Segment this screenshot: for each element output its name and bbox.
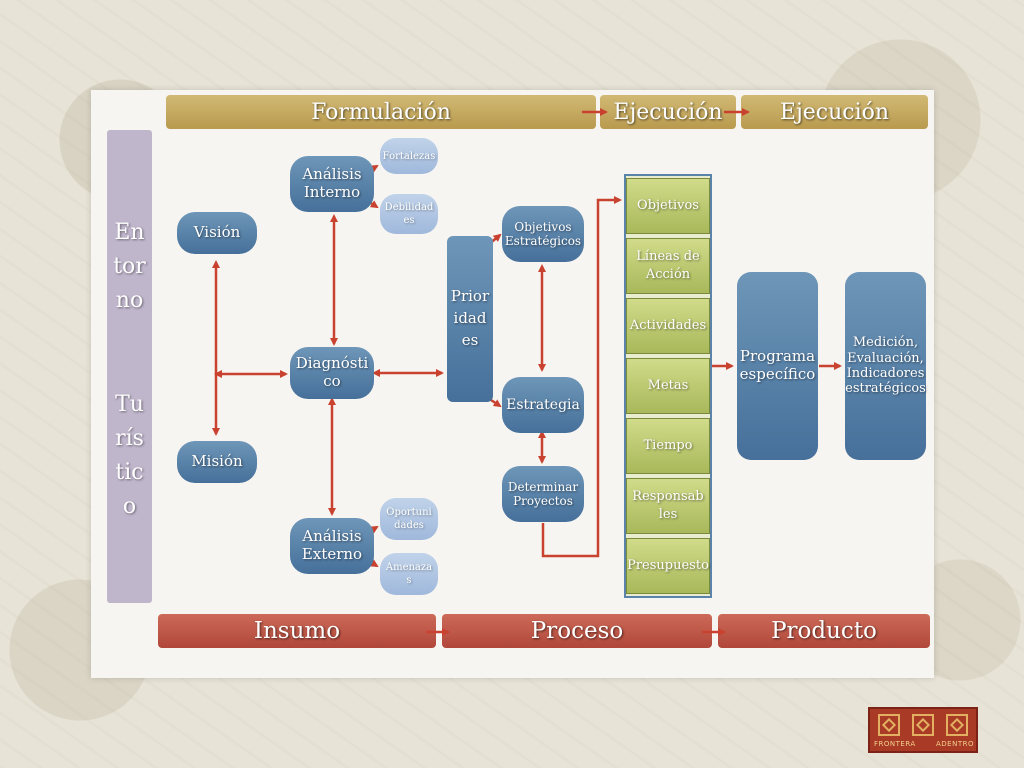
node-label-line: les bbox=[658, 507, 678, 522]
node-label-line: Medición, bbox=[852, 335, 919, 351]
node-label-line: Amenaza bbox=[385, 562, 433, 573]
exec-item-tiempo: Tiempo bbox=[626, 418, 710, 474]
node-analisis-interno: Análisis Interno bbox=[290, 156, 374, 212]
node-label-line: Evaluación, bbox=[847, 350, 924, 366]
node-label-line: Programa bbox=[739, 347, 816, 366]
node-label-line: Análisis bbox=[302, 527, 362, 546]
node-label-line: Prior bbox=[450, 287, 490, 306]
node-label-line: Presupuesto bbox=[627, 558, 709, 574]
exec-item-objetivos: Objetivos bbox=[626, 178, 710, 234]
node-mision-label: Misión bbox=[191, 452, 243, 471]
node-label-line: Interno bbox=[303, 183, 361, 201]
node-debilidades: Debilidad es bbox=[380, 194, 438, 234]
band-formulacion: Formulación bbox=[166, 95, 596, 129]
node-programa-especifico: Programa específico bbox=[737, 272, 818, 460]
node-label-line: específico bbox=[739, 365, 816, 383]
node-label-line: Determinar bbox=[507, 479, 579, 494]
exec-item-presupuesto: Presupuesto bbox=[626, 538, 710, 594]
node-label-line: Proyectos bbox=[513, 494, 573, 508]
entorno-text: En bbox=[114, 220, 145, 245]
node-prioridades: Prior idad es bbox=[447, 236, 493, 402]
exec-item-lineas-accion: Líneas de Acción bbox=[626, 238, 710, 294]
node-estrategia-label: Estrategia bbox=[506, 396, 580, 413]
node-label-line: Diagnósti bbox=[295, 354, 369, 373]
entorno-turistico-bar: En tor no Tu rís tic o bbox=[107, 130, 152, 603]
node-label-line: Externo bbox=[301, 545, 363, 563]
node-mision: Misión bbox=[177, 441, 257, 483]
node-label-line: Actividades bbox=[629, 318, 707, 334]
node-diagnostico: Diagnósti co bbox=[290, 347, 374, 399]
band-ejecucion-1: Ejecución bbox=[600, 95, 736, 129]
node-label-line: idad bbox=[453, 309, 487, 328]
band-ejecucion-2: Ejecución bbox=[741, 95, 928, 129]
node-vision: Visión bbox=[177, 212, 257, 254]
node-label-line: Objetivos bbox=[637, 198, 699, 214]
node-determinar-proyectos: Determinar Proyectos bbox=[502, 466, 584, 522]
band-formulacion-label: Formulación bbox=[311, 99, 451, 125]
node-label-line: Oportuni bbox=[386, 507, 432, 518]
node-label-line: Líneas de bbox=[636, 249, 700, 265]
logo-text-left: FRONTERA bbox=[874, 740, 916, 748]
entorno-text: Tu bbox=[115, 392, 144, 417]
band-proceso: Proceso bbox=[442, 614, 712, 648]
node-label-line: Tiempo bbox=[643, 438, 693, 454]
node-label-line: es bbox=[461, 330, 479, 349]
band-proceso-label: Proceso bbox=[530, 618, 624, 644]
node-vision-label: Visión bbox=[193, 223, 241, 242]
node-label-line: Análisis bbox=[302, 165, 362, 184]
node-label-line: Responsab bbox=[632, 489, 704, 505]
node-objetivos-estrategicos: Objetivos Estratégicos bbox=[502, 206, 584, 262]
band-insumo: Insumo bbox=[158, 614, 436, 648]
node-analisis-externo: Análisis Externo bbox=[290, 518, 374, 574]
node-label-line: Acción bbox=[645, 267, 691, 282]
node-fortalezas: Fortalezas bbox=[380, 138, 438, 174]
band-producto: Producto bbox=[718, 614, 930, 648]
frontera-adentro-logo: FRONTERA ADENTRO bbox=[868, 707, 978, 753]
entorno-text: no bbox=[115, 288, 144, 313]
band-insumo-label: Insumo bbox=[253, 618, 341, 644]
logo-ornament-icon bbox=[946, 714, 968, 736]
entorno-text: tor bbox=[113, 254, 146, 279]
logo-ornament-icon bbox=[912, 714, 934, 736]
entorno-text: tic bbox=[115, 460, 144, 485]
node-label-line: Objetivos bbox=[514, 219, 572, 234]
entorno-text: o bbox=[122, 494, 137, 519]
arrow-proyectos-objetivos bbox=[541, 196, 622, 558]
node-medicion: Medición, Evaluación, Indicadores estrat… bbox=[845, 272, 926, 460]
node-amenazas: Amenaza s bbox=[380, 553, 438, 595]
node-estrategia: Estrategia bbox=[502, 377, 584, 433]
logo-ornament-icon bbox=[878, 714, 900, 736]
exec-item-responsables: Responsab les bbox=[626, 478, 710, 534]
node-label-line: es bbox=[403, 215, 415, 226]
band-ejecucion-2-label: Ejecución bbox=[779, 99, 890, 125]
node-label-line: estratégicos bbox=[845, 381, 926, 397]
band-ejecucion-1-label: Ejecución bbox=[613, 99, 723, 125]
logo-text-right: ADENTRO bbox=[936, 740, 974, 748]
node-label-line: Debilidad bbox=[384, 202, 434, 213]
node-label-line: dades bbox=[394, 520, 424, 531]
node-label-line: co bbox=[323, 372, 341, 390]
band-producto-label: Producto bbox=[771, 618, 877, 644]
node-fortalezas-label: Fortalezas bbox=[382, 150, 436, 162]
exec-item-metas: Metas bbox=[626, 358, 710, 414]
node-label-line: Indicadores bbox=[846, 366, 925, 381]
node-label-line: Metas bbox=[647, 378, 689, 394]
node-label-line: s bbox=[406, 575, 412, 586]
node-label-line: Estratégicos bbox=[504, 234, 582, 248]
node-oportunidades: Oportuni dades bbox=[380, 498, 438, 540]
entorno-text: rís bbox=[115, 426, 144, 451]
exec-item-actividades: Actividades bbox=[626, 298, 710, 354]
